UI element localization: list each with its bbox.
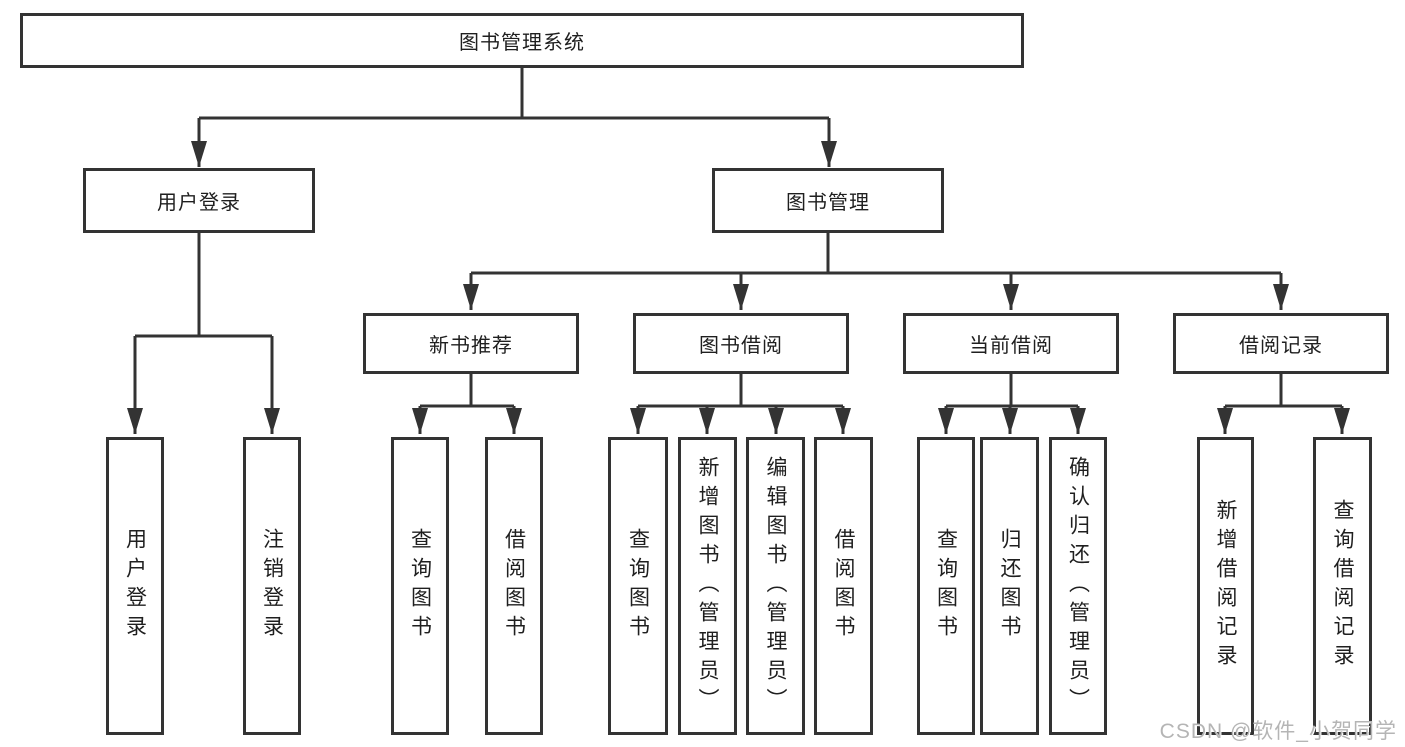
leaf-add-book-admin: 新增图书（管理员）: [678, 437, 737, 735]
leaf-label: 查询图书: [934, 528, 958, 644]
leaf-label: 借阅图书: [502, 528, 526, 644]
leaf-logout: 注销登录: [243, 437, 301, 735]
leaf-query-books-current: 查询图书: [917, 437, 975, 735]
leaf-label: 查询图书: [408, 528, 432, 644]
leaf-edit-book-admin: 编辑图书（管理员）: [746, 437, 805, 735]
leaf-add-borrow-record: 新增借阅记录: [1197, 437, 1254, 735]
leaf-label: 借阅图书: [832, 528, 855, 644]
node-book-management: 图书管理: [712, 168, 944, 233]
connector-user-login-to-leaves: [127, 233, 280, 434]
leaf-label: 注销登录: [260, 528, 284, 644]
node-label: 用户登录: [157, 192, 241, 214]
csdn-watermark: CSDN @软件_小贺同学: [1159, 720, 1397, 743]
leaf-query-books-borrow: 查询图书: [608, 437, 668, 735]
leaf-query-books-recommend: 查询图书: [391, 437, 449, 735]
leaf-label: 新增图书（管理员）: [696, 455, 719, 717]
node-library-management-system: 图书管理系统: [20, 13, 1024, 68]
leaf-label: 查询借阅记录: [1331, 499, 1354, 673]
leaf-borrow-books-recommend: 借阅图书: [485, 437, 543, 735]
leaf-return-books: 归还图书: [980, 437, 1039, 735]
leaf-label: 用户登录: [123, 528, 147, 644]
node-current-borrow: 当前借阅: [903, 313, 1119, 374]
node-label: 新书推荐: [429, 335, 513, 357]
leaf-label: 新增借阅记录: [1214, 499, 1237, 673]
connector-current-borrow-to-leaves: [938, 374, 1086, 434]
leaf-label: 确认归还（管理员）: [1066, 455, 1090, 717]
node-label: 借阅记录: [1239, 335, 1323, 357]
leaf-query-borrow-record: 查询借阅记录: [1313, 437, 1372, 735]
leaf-user-login: 用户登录: [106, 437, 164, 735]
node-label: 图书借阅: [699, 335, 783, 357]
connector-root-to-level2: [191, 68, 837, 167]
node-label: 图书管理系统: [459, 32, 585, 54]
leaf-borrow-books: 借阅图书: [814, 437, 873, 735]
node-borrow-records: 借阅记录: [1173, 313, 1389, 374]
node-user-login: 用户登录: [83, 168, 315, 233]
connector-book-management-to-level3: [463, 233, 1289, 310]
leaf-confirm-return-admin: 确认归还（管理员）: [1049, 437, 1107, 735]
leaf-label: 编辑图书（管理员）: [764, 455, 787, 717]
connector-borrow-records-to-leaves: [1217, 374, 1350, 434]
connector-new-book-to-leaves: [412, 374, 522, 434]
node-label: 当前借阅: [969, 335, 1053, 357]
leaf-label: 归还图书: [998, 528, 1021, 644]
connector-book-borrow-to-leaves: [630, 374, 851, 434]
node-label: 图书管理: [786, 192, 870, 214]
node-new-book-recommend: 新书推荐: [363, 313, 579, 374]
leaf-label: 查询图书: [626, 528, 650, 644]
node-book-borrow: 图书借阅: [633, 313, 849, 374]
